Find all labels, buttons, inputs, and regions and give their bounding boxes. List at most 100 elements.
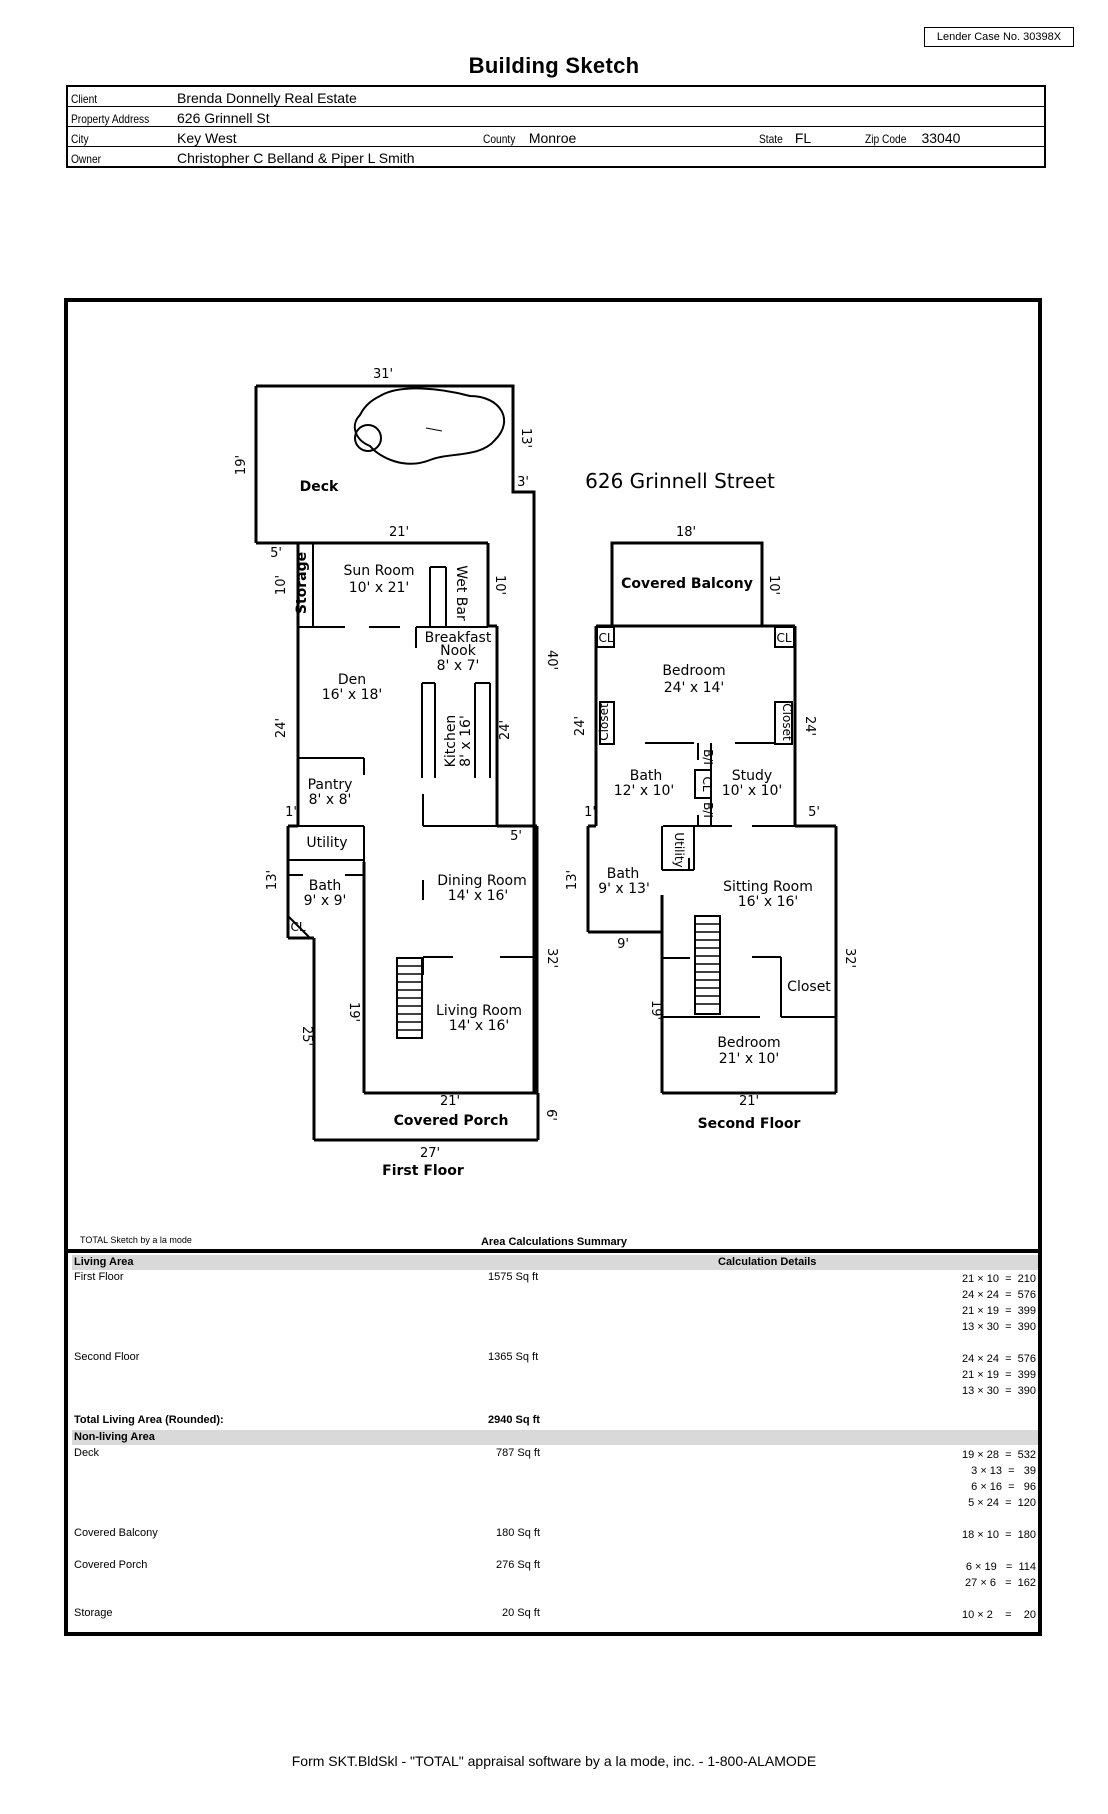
dim-21a: 21': [389, 525, 409, 540]
deck-row-label: Deck: [74, 1447, 100, 1459]
calc-details-label: Calculation Details: [718, 1256, 817, 1268]
room-dining-dim: 14' x 16': [448, 888, 509, 904]
dim-13c: 13': [565, 870, 580, 890]
dim-10b: 10': [492, 575, 507, 595]
room-den-dim: 16' x 18': [322, 687, 383, 703]
software-note: TOTAL Sketch by a la mode: [80, 1235, 192, 1245]
dim-27: 27': [420, 1146, 440, 1161]
room-utility-2: Utility: [672, 832, 686, 867]
room-bath-3: Bath: [607, 866, 640, 882]
room-bath-3-dim: 9' x 13': [598, 881, 650, 897]
storage-row-label: Storage: [74, 1607, 113, 1619]
street-title: 626 Grinnell Street: [585, 469, 775, 493]
area-separator: [64, 1249, 1042, 1253]
dim-3: 3': [517, 475, 529, 490]
first-floor-label: First Floor: [382, 1163, 464, 1179]
county-label: County: [483, 132, 516, 146]
zip-label: Zip Code: [865, 132, 907, 146]
deck-area: 787 Sq ft: [496, 1447, 541, 1459]
pool-outline: [353, 387, 506, 465]
city-value: Key West: [177, 130, 237, 146]
dim-6: 6': [543, 1109, 558, 1121]
room-pantry-dim: 8' x 8': [309, 792, 352, 808]
total-living-label: Total Living Area (Rounded):: [74, 1414, 224, 1426]
room-kitchen-dim: 8' x 16': [458, 715, 474, 767]
form-footer: Form SKT.BldSkl - "TOTAL" appraisal soft…: [291, 1753, 817, 1769]
living-area-label: Living Area: [74, 1256, 134, 1268]
address-label: Property Address: [71, 112, 150, 126]
storage-area: 20 Sq ft: [502, 1607, 540, 1619]
room-pantry: Pantry: [308, 777, 353, 793]
room-closet-2a: Closet: [597, 703, 611, 741]
dim-10c: 10': [766, 575, 781, 595]
total-living-value: 2940 Sq ft: [488, 1414, 540, 1426]
room-utility: Utility: [306, 835, 347, 851]
room-porch: Covered Porch: [394, 1113, 509, 1129]
room-wetbar: Wet Bar: [453, 565, 469, 621]
dim-19c: 19': [648, 1000, 663, 1020]
first-floor-row-label: First Floor: [74, 1271, 124, 1283]
room-study: Study: [732, 768, 772, 784]
porch-area: 276 Sq ft: [496, 1559, 541, 1571]
dim-9: 9': [617, 937, 629, 952]
room-bedroom-1: Bedroom: [662, 663, 725, 679]
second-floor-label: Second Floor: [698, 1116, 801, 1132]
address-value: 626 Grinnell St: [177, 110, 270, 126]
state-label: State: [759, 132, 783, 146]
room-sitting-dim: 16' x 16': [738, 894, 799, 910]
page-title: Building Sketch: [468, 53, 640, 78]
living-area-band: [72, 1255, 1038, 1270]
owner-label: Owner: [71, 152, 102, 166]
dim-1b: 1': [584, 805, 596, 820]
balcony-row-label: Covered Balcony: [74, 1527, 158, 1539]
dim-21c: 21': [739, 1094, 759, 1109]
room-bedroom-1-dim: 24' x 14': [664, 680, 725, 696]
zip-value: 33040: [921, 130, 961, 146]
dim-5b: 5': [510, 829, 522, 844]
room-sunroom: Sun Room: [344, 563, 415, 579]
room-cl-first: CL: [290, 920, 305, 934]
sketch-frame: [64, 298, 1042, 1636]
dim-18: 18': [676, 525, 696, 540]
room-bath-first-dim: 9' x 9': [304, 893, 347, 909]
room-cl-2c: CL: [700, 776, 714, 791]
dim-31: 31': [373, 367, 393, 382]
room-bi-2: B/I: [701, 802, 715, 818]
dim-21b: 21': [440, 1094, 460, 1109]
dim-10a: 10': [274, 575, 289, 595]
balcony-area: 180 Sq ft: [496, 1527, 541, 1539]
dim-24a: 24': [274, 718, 289, 738]
room-breakfast: Breakfast: [425, 630, 492, 646]
dim-24c: 24': [573, 716, 588, 736]
room-closet-2: Closet: [787, 979, 831, 995]
room-cl-2b: CL: [776, 631, 791, 645]
dim-13a: 13': [518, 428, 533, 448]
county-value: Monroe: [528, 130, 577, 146]
dim-1a: 1': [285, 805, 297, 820]
room-study-dim: 10' x 10': [722, 783, 783, 799]
nonliving-label: Non-living Area: [74, 1431, 155, 1443]
storage-calcs: 10 × 2 = 20: [962, 1609, 1036, 1621]
state-value: FL: [794, 130, 812, 146]
dim-5a: 5': [270, 546, 282, 561]
room-breakfast-dim: 8' x 7': [437, 658, 480, 674]
balcony-calcs: 18 × 10 = 180: [961, 1529, 1036, 1541]
area-summary-title: Area Calculations Summary: [480, 1236, 628, 1248]
room-closet-2b: Closet: [780, 703, 794, 741]
room-living-dim: 14' x 16': [449, 1018, 510, 1034]
room-cl-2a: CL: [598, 631, 613, 645]
dim-40: 40': [544, 650, 559, 670]
dim-25: 25': [299, 1026, 314, 1046]
room-bath-first: Bath: [309, 878, 342, 894]
dim-24d: 24': [802, 716, 817, 736]
room-bath-2: Bath: [630, 768, 663, 784]
room-dining: Dining Room: [437, 873, 527, 889]
porch-row-label: Covered Porch: [74, 1559, 148, 1571]
owner-value: Christopher C Belland & Piper L Smith: [177, 150, 415, 166]
dim-32b: 32': [842, 948, 857, 968]
room-bi-1: B/I: [701, 749, 715, 765]
room-storage: Storage: [294, 552, 310, 614]
dim-5c: 5': [808, 805, 820, 820]
